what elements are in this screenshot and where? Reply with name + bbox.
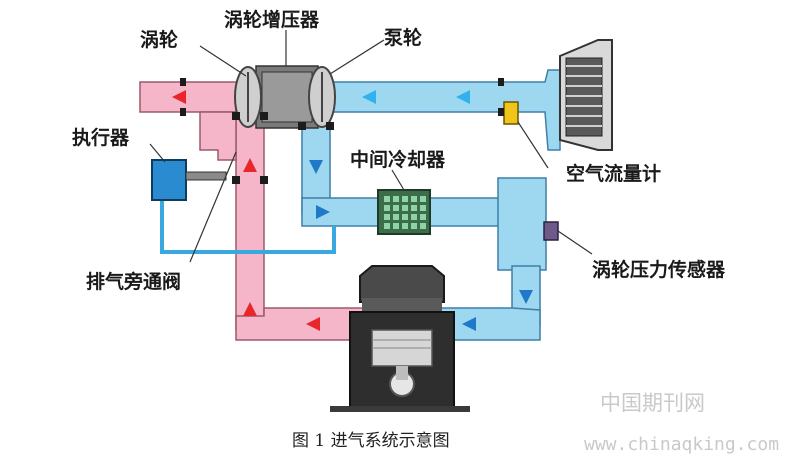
engine	[330, 265, 470, 412]
wastegate-leader	[189, 151, 237, 263]
intake-arrow	[519, 290, 533, 304]
pipe-flanges	[180, 78, 504, 184]
label-turbine: 涡轮	[140, 28, 178, 51]
watermark-line2: www.chinaqking.com	[584, 434, 779, 455]
label-air-flow-meter: 空气流量计	[566, 162, 661, 185]
intake-arrow	[456, 90, 470, 104]
flow-arrows	[172, 90, 533, 331]
air-filter	[559, 39, 613, 151]
boost-pressure-sensor	[543, 221, 593, 255]
label-boost-pressure-sensor: 涡轮压力传感器	[592, 258, 726, 281]
exhaust-path	[139, 81, 387, 341]
exhaust-arrow	[172, 90, 186, 104]
intake-arrow	[462, 317, 476, 331]
intercooler	[377, 169, 431, 235]
intake-arrow	[309, 160, 323, 174]
watermark-line1: 中国期刊网	[600, 391, 705, 415]
label-wastegate: 排气旁通阀	[86, 270, 181, 293]
intake-arrow	[316, 205, 330, 219]
exhaust-arrow	[243, 302, 257, 316]
turbocharger	[234, 65, 336, 129]
exhaust-arrow	[243, 158, 257, 172]
label-turbocharger: 涡轮增压器	[224, 8, 320, 31]
actuator	[149, 143, 227, 201]
intake-arrow	[362, 90, 376, 104]
label-compressor: 泵轮	[384, 26, 422, 49]
label-actuator: 执行器	[72, 126, 130, 149]
label-intercooler: 中间冷却器	[350, 148, 446, 171]
exhaust-arrow	[306, 317, 320, 331]
figure-caption: 图 1 进气系统示意图	[292, 431, 450, 451]
